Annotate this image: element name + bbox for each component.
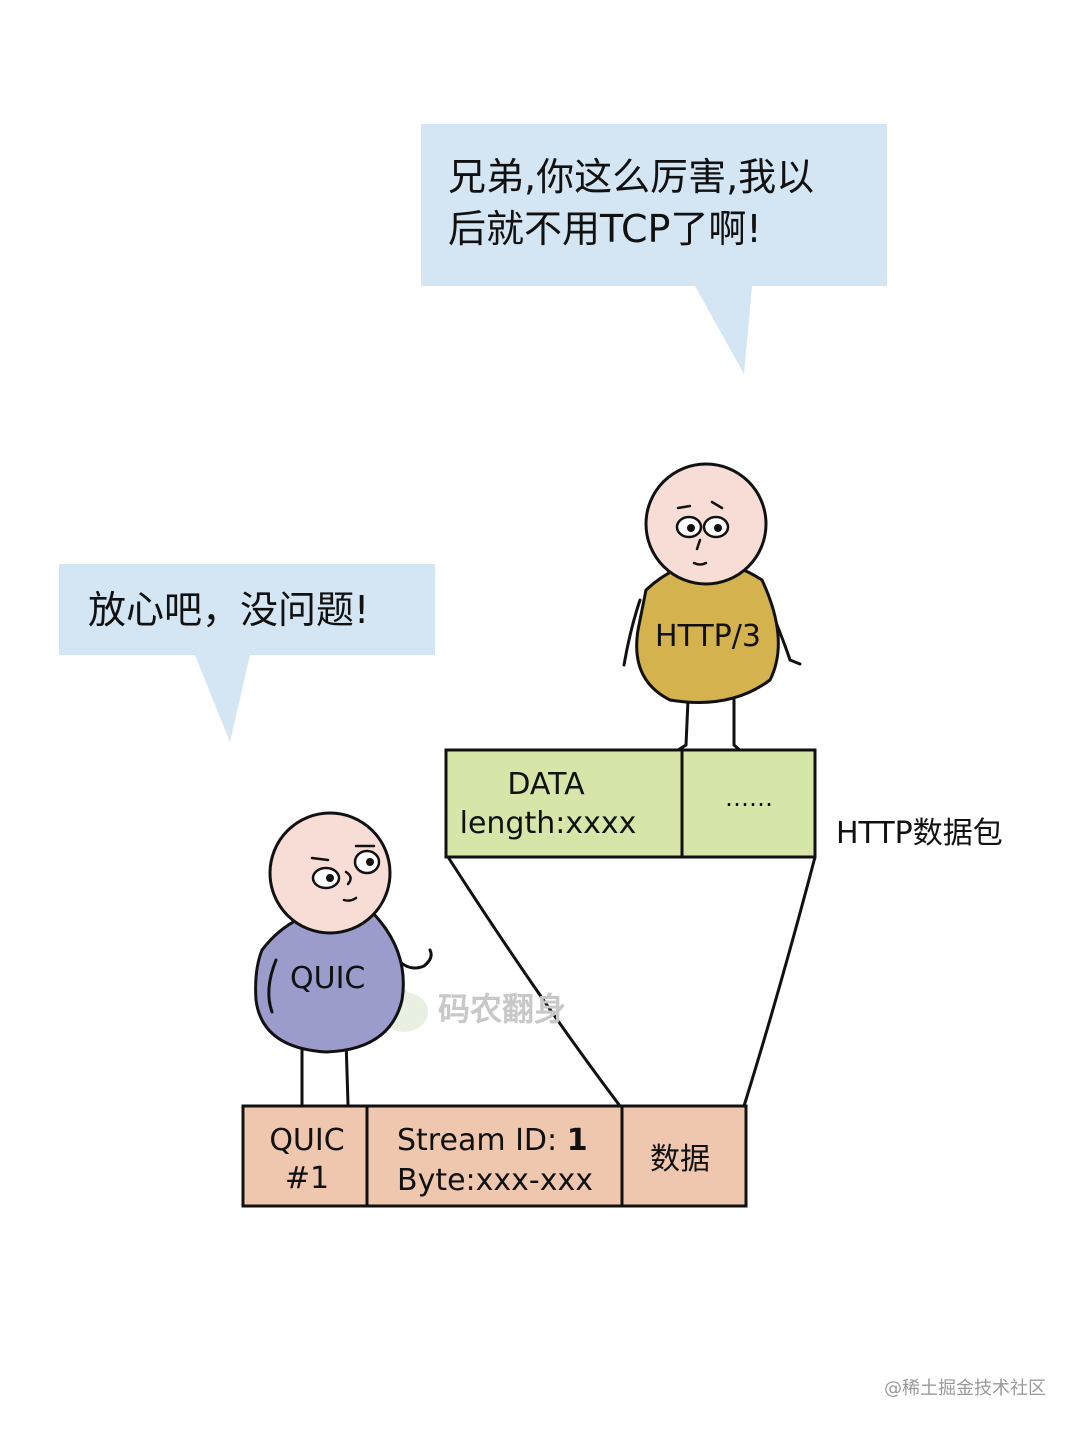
http3-right-leg	[732, 698, 744, 754]
speech-bubble-http3: 兄弟,你这么厉害,我以 后就不用TCP了啊!	[421, 124, 887, 374]
quic-nose	[344, 870, 352, 886]
http3-label: HTTP/3	[655, 619, 761, 654]
http-packet-caption: HTTP数据包	[836, 816, 1003, 851]
funnel-line-right	[742, 856, 817, 1107]
speech-bubble-http3-tail	[695, 286, 752, 374]
speech-bubble-quic: 放心吧，没问题!	[59, 564, 435, 742]
site-credit: @稀土掘金技术社区	[884, 1378, 1046, 1399]
http3-character: HTTP/3	[622, 462, 802, 754]
quic-left-arm	[267, 958, 278, 1014]
quic-packet-byte-range: Byte:xxx-xxx	[397, 1163, 593, 1198]
quic-packet-stream-line: Stream ID: 1	[397, 1123, 588, 1158]
quic-packet-data-cell	[620, 1104, 748, 1208]
http3-left-brow	[676, 504, 692, 510]
speech-text-line1: 兄弟,你这么厉害,我以	[448, 155, 814, 199]
quic-right-pupil	[366, 858, 374, 866]
quic-character: QUIC	[254, 811, 433, 1106]
http3-right-pupil	[714, 524, 722, 532]
http-data-packet: DATA length:xxxx …… HTTP数据包	[444, 748, 1003, 859]
http-packet-data-label: DATA	[507, 767, 585, 802]
http3-mouth	[692, 561, 708, 566]
quic-packet-stream-label: Stream ID:	[397, 1123, 567, 1158]
http3-left-pupil	[687, 524, 695, 532]
funnel-lines	[446, 856, 817, 1107]
quic-packet-stream-id: 1	[567, 1123, 588, 1158]
quic-left-brow	[310, 856, 330, 862]
quic-packet-data-label: 数据	[650, 1142, 710, 1177]
funnel-line-left	[446, 856, 622, 1107]
http3-right-brow	[710, 500, 724, 510]
http-packet-length-label: length:xxxx	[460, 806, 637, 841]
speech-text-quic: 放心吧，没问题!	[88, 588, 369, 632]
watermark-text: 码农翻身	[438, 990, 566, 1028]
http-packet-data-cell	[444, 748, 684, 859]
speech-bubble-quic-tail	[195, 655, 250, 742]
speech-bubble-quic-body	[59, 564, 435, 655]
http-packet-ellipsis-cell	[680, 748, 817, 859]
quic-mouth	[342, 896, 358, 902]
http3-left-arm	[622, 598, 642, 667]
speech-text-line2: 后就不用TCP了啊!	[448, 207, 762, 251]
http3-nose	[695, 538, 702, 551]
speech-bubble-http3-body	[421, 124, 887, 286]
quic-label: QUIC	[290, 961, 365, 996]
quic-packet-header-line2: #1	[285, 1161, 329, 1196]
http-packet-ellipsis: ……	[725, 784, 773, 812]
quic-left-pupil	[326, 874, 334, 882]
quic-right-arm	[396, 948, 433, 970]
http3-left-leg	[676, 698, 690, 752]
quic-packet-header-cell	[241, 1104, 369, 1208]
quic-packet: QUIC #1 Stream ID: 1 Byte:xxx-xxx 数据	[241, 1104, 748, 1208]
quic-packet-header-line1: QUIC	[269, 1123, 344, 1158]
